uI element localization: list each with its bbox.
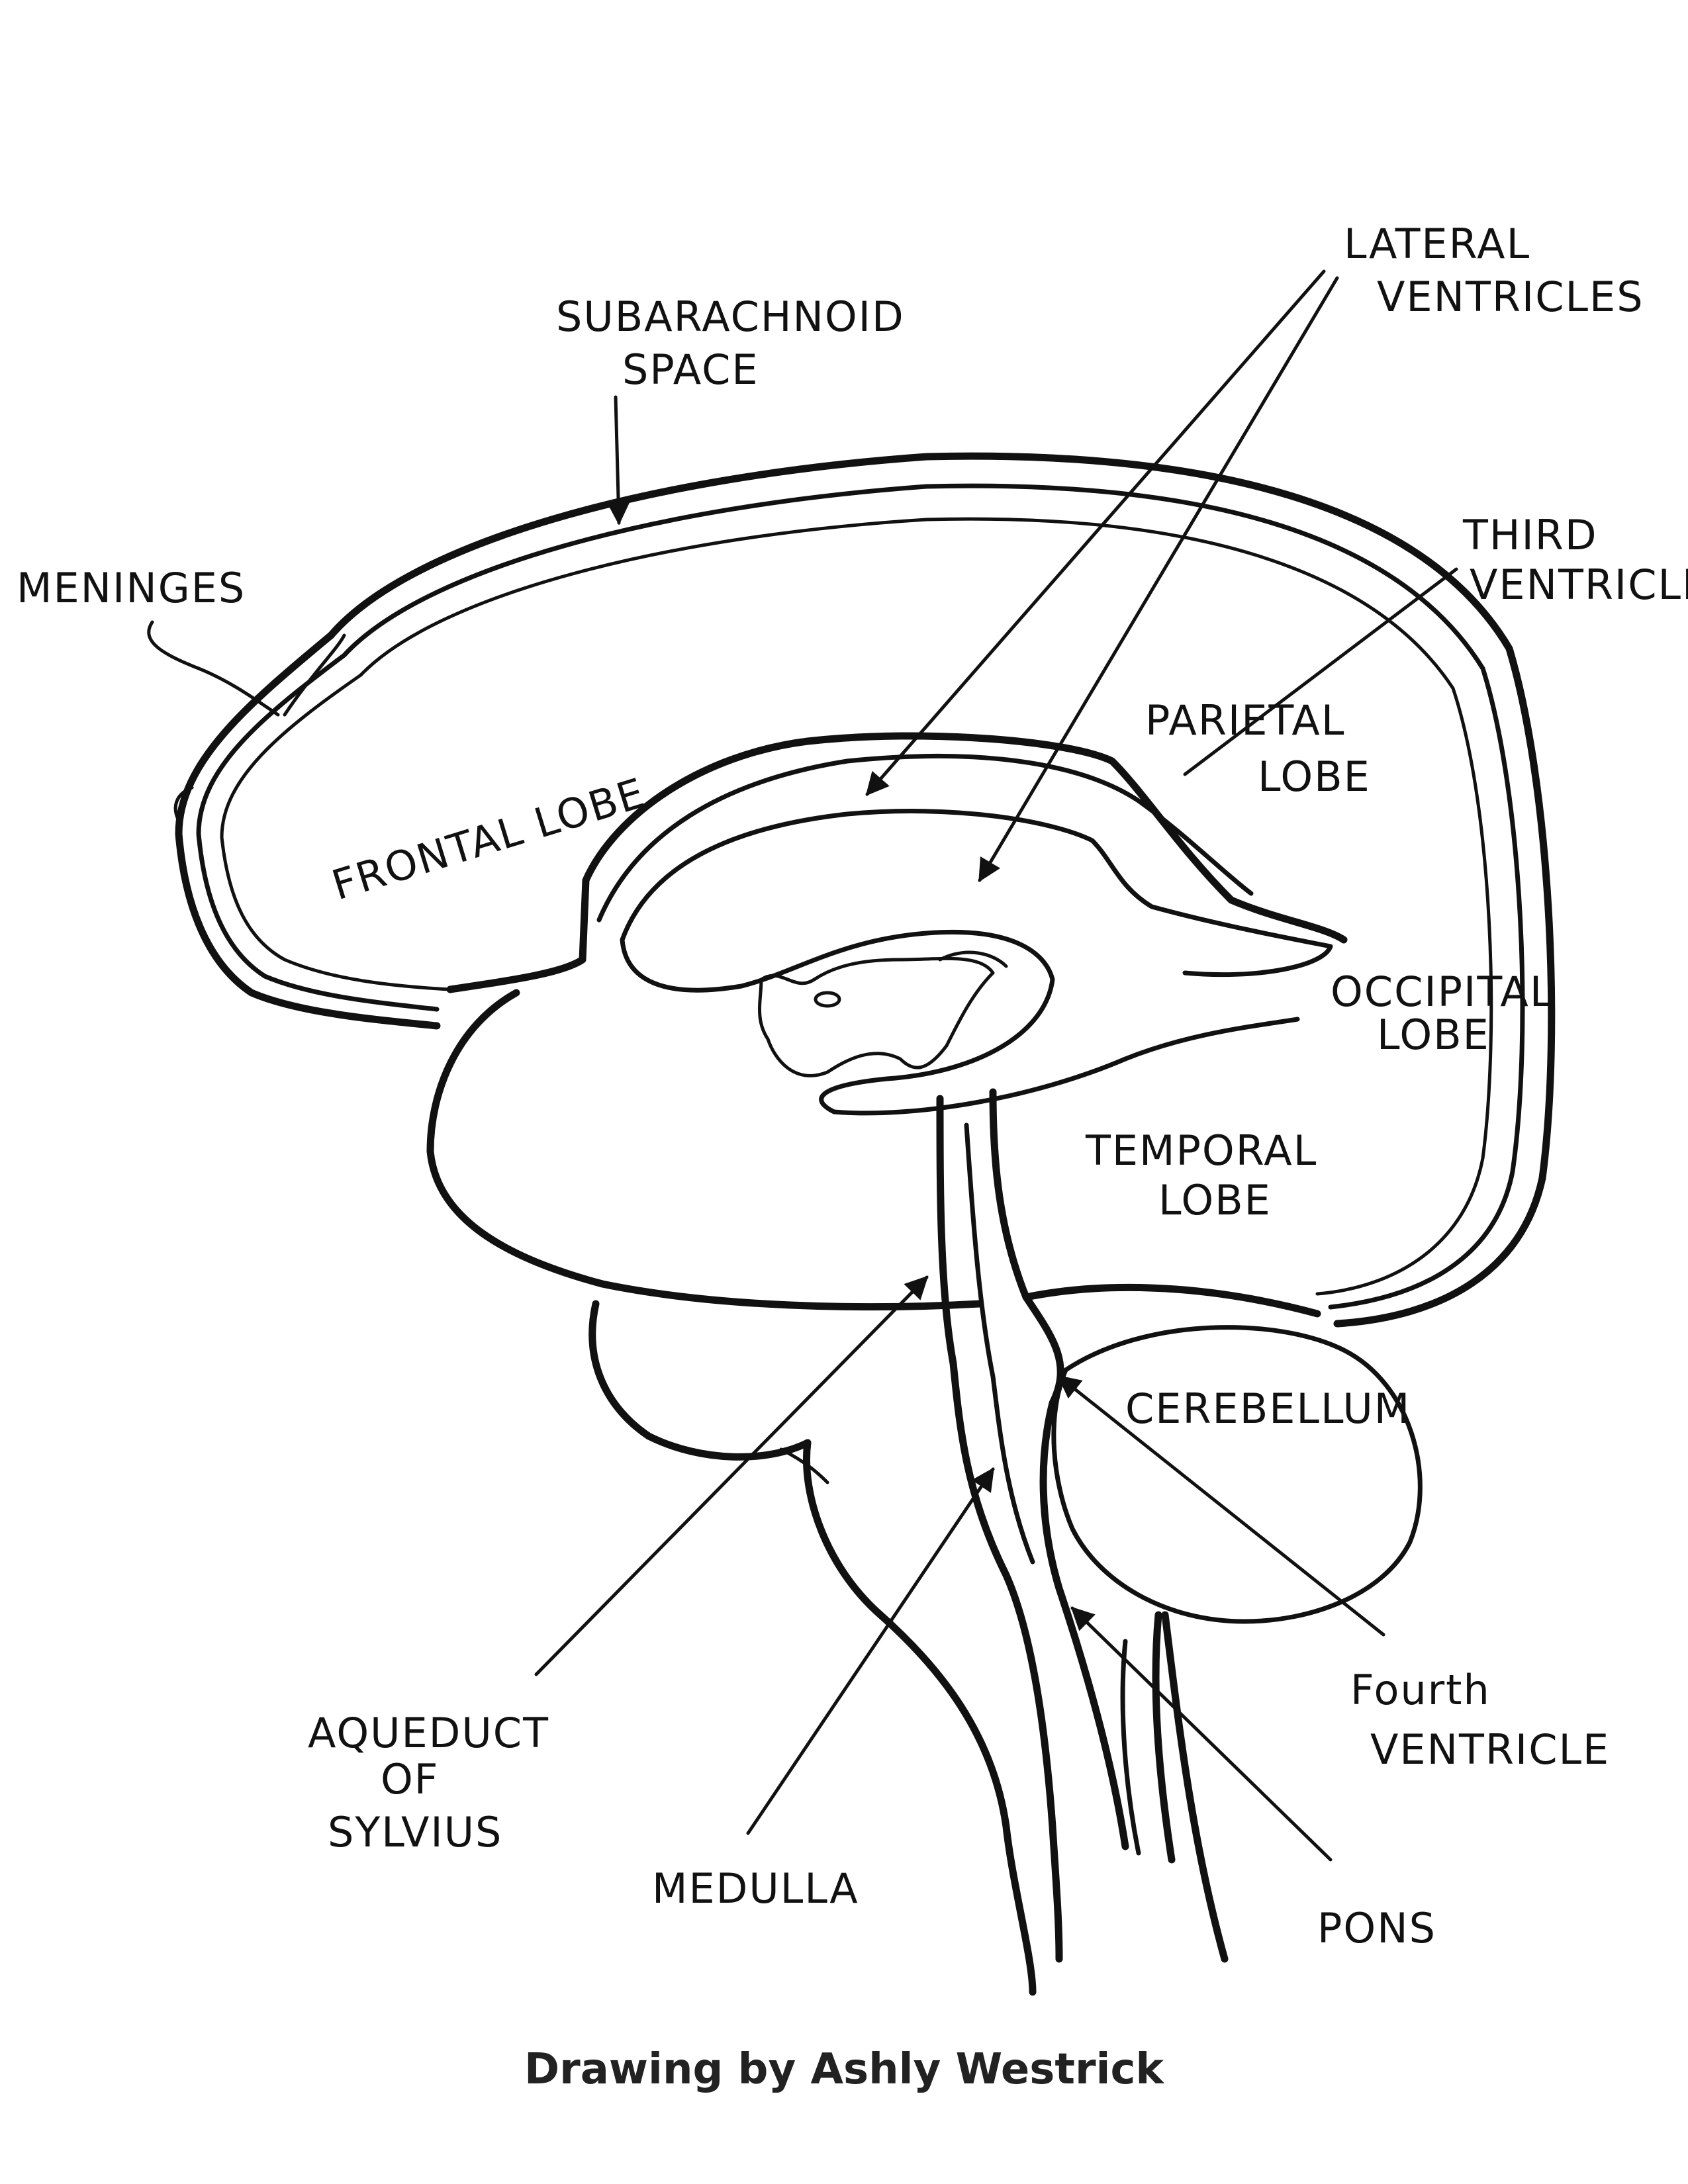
meninges-outer-outline — [327, 452, 1556, 1328]
label-lateral-ventricles: LATERAL VENTRICLES — [1344, 220, 1644, 321]
label-third-ventricle-line-2: VENTRICLE — [1470, 561, 1688, 609]
label-parietal-lobe-line-1: PARIETAL — [1145, 696, 1345, 745]
label-temporal-lobe-line-1: TEMPORAL — [1085, 1126, 1317, 1175]
lateral-ventricles-pointer-a — [865, 269, 1326, 796]
meninges-pointer — [147, 620, 280, 717]
temporal-lobe-outline — [446, 732, 1348, 993]
lateral-ventricle-inner — [620, 809, 1333, 978]
cerebrum-front-outline — [220, 673, 452, 991]
medulla-pointer — [746, 1467, 995, 1835]
fourth-ventricle-pointer — [1057, 1375, 1385, 1637]
label-subarachnoid-space: SUBARACHNOID SPACE — [556, 293, 919, 394]
lower-cerebrum-outline — [426, 989, 1321, 1318]
label-medulla: MEDULLA — [652, 1864, 859, 1913]
pons-outline — [588, 1300, 812, 1461]
third-ventricle-detail — [938, 950, 1008, 968]
subarachnoid-pointer — [606, 395, 630, 525]
lateral-ventricles-pointer-b — [978, 276, 1339, 883]
label-aqueduct-line-2: OF — [381, 1755, 439, 1803]
label-parietal-lobe-line-2: LOBE — [1258, 752, 1371, 801]
brainstem-right-edge — [989, 1088, 1129, 1850]
label-third-ventricle-line-1: THIRD — [1462, 511, 1598, 559]
third-ventricle-pointer — [1183, 567, 1458, 776]
label-fourth-ventricle-line-1: Fourth — [1350, 1666, 1491, 1714]
brainstem-left-edge — [936, 1095, 1063, 1963]
label-temporal-lobe: TEMPORAL LOBE — [1085, 1126, 1332, 1224]
label-pons: PONS — [1317, 1904, 1436, 1952]
label-parietal-lobe: PARIETAL LOBE — [1145, 696, 1371, 801]
label-meninges: MENINGES — [17, 564, 246, 612]
brainstem-divider — [779, 1447, 829, 1484]
spinal-cord-mid — [1120, 1639, 1141, 1856]
label-subarachnoid-space-line-1: SUBARACHNOID — [556, 293, 905, 341]
label-aqueduct-line-1: AQUEDUCT — [308, 1709, 549, 1757]
drawing-credit: Drawing by Ashly Westrick — [524, 2045, 1164, 2094]
label-frontal-lobe: FRONTAL LOBE — [326, 768, 651, 909]
pons-pointer — [1070, 1606, 1333, 1862]
label-temporal-lobe-line-2: LOBE — [1158, 1176, 1272, 1224]
label-lateral-ventricles-line-1: LATERAL — [1344, 220, 1530, 268]
cerebrum-outline — [359, 517, 1493, 1296]
third-ventricle-nucleus — [814, 991, 841, 1008]
third-ventricle-shape — [758, 956, 995, 1077]
label-aqueduct-line-3: SYLVIUS — [328, 1808, 502, 1856]
label-occipital-lobe-line-2: LOBE — [1377, 1011, 1490, 1059]
label-occipital-lobe-line-1: OCCIPITAL — [1331, 968, 1554, 1016]
meninges-flap — [173, 633, 346, 823]
label-fourth-ventricle-line-2: VENTRICLE — [1370, 1725, 1610, 1774]
label-fourth-ventricle: Fourth VENTRICLE — [1350, 1666, 1610, 1774]
cerebellum-outline — [1051, 1325, 1423, 1624]
spinal-cord-left — [1152, 1611, 1176, 1864]
brainstem-inner — [964, 1122, 1035, 1565]
lateral-ventricle-upper — [596, 754, 1254, 923]
medulla-outline — [803, 1439, 1037, 1996]
label-third-ventricle: THIRD VENTRICLE — [1462, 511, 1688, 609]
aqueduct-pointer — [534, 1275, 929, 1676]
subarachnoid-membrane — [196, 483, 1525, 1310]
meninges-front-outline — [175, 631, 441, 1030]
label-aqueduct-of-sylvius: AQUEDUCT OF SYLVIUS — [308, 1709, 564, 1856]
label-subarachnoid-space-line-2: SPACE — [622, 345, 759, 394]
label-lateral-ventricles-line-2: VENTRICLES — [1377, 273, 1644, 321]
label-occipital-lobe: OCCIPITAL LOBE — [1331, 968, 1568, 1059]
label-cerebellum: CEREBELLUM — [1125, 1385, 1411, 1433]
spinal-cord-right — [1161, 1611, 1229, 1963]
